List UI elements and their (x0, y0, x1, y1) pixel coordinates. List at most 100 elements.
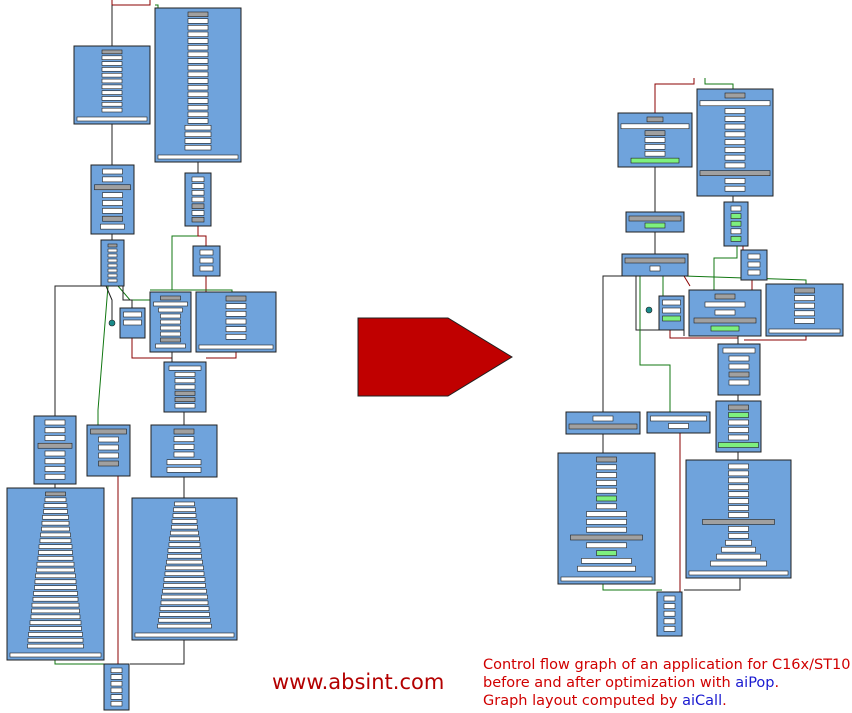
instruction (123, 319, 142, 326)
instruction (644, 144, 666, 150)
instruction (37, 442, 73, 449)
optimization-arrow (357, 317, 513, 397)
instruction (191, 196, 205, 203)
instruction (628, 215, 682, 222)
instruction (43, 509, 68, 514)
instruction (714, 293, 736, 300)
instruction (225, 303, 247, 309)
instruction (199, 249, 214, 256)
instruction (663, 610, 676, 617)
instruction (102, 168, 123, 175)
instruction (163, 577, 206, 582)
instruction (32, 597, 79, 602)
instruction (174, 390, 196, 396)
instruction (596, 495, 617, 502)
instruction (160, 313, 181, 319)
instruction (728, 371, 750, 378)
instruction (728, 505, 749, 511)
instruction (225, 318, 247, 325)
instruction (187, 45, 209, 51)
instruction (168, 365, 202, 371)
instruction (174, 384, 196, 390)
basic-block (154, 7, 242, 163)
instruction (747, 253, 761, 260)
cfg-edge (197, 226, 207, 246)
cfg-edge (130, 640, 185, 665)
instruction (100, 223, 125, 230)
instruction (716, 553, 761, 560)
instruction (159, 612, 210, 617)
instruction (37, 556, 74, 561)
instruction (173, 428, 195, 435)
basic-block (150, 424, 218, 478)
basic-block (6, 487, 105, 661)
instruction (34, 579, 77, 584)
website-url[interactable]: www.absint.com (272, 670, 445, 694)
instruction (34, 585, 77, 590)
instruction (644, 130, 666, 136)
instruction (30, 614, 81, 620)
instruction (644, 137, 666, 143)
instruction (166, 559, 203, 565)
instruction (794, 295, 815, 301)
instruction (187, 58, 209, 64)
cfg-edge (206, 352, 237, 359)
cfg-edge (105, 285, 113, 320)
instruction (577, 565, 636, 572)
instruction (184, 131, 212, 137)
instruction (27, 637, 84, 643)
instruction (173, 436, 195, 442)
instruction (728, 491, 749, 497)
basic-block (90, 164, 135, 235)
instruction (107, 248, 118, 253)
basic-block (617, 112, 693, 168)
instruction (44, 497, 67, 503)
instruction (649, 265, 661, 272)
instruction (747, 269, 761, 276)
instruction (169, 536, 200, 542)
instruction (794, 302, 815, 309)
instruction (107, 243, 118, 248)
block-frame (100, 239, 125, 287)
instruction (168, 542, 201, 547)
block-footer (198, 344, 274, 350)
instruction (187, 25, 209, 31)
instruction (710, 325, 740, 332)
basic-block (685, 459, 792, 579)
cfg-edge (150, 289, 233, 292)
instruction (730, 220, 742, 227)
basic-block (658, 295, 685, 331)
instruction (107, 268, 118, 273)
instruction (187, 11, 209, 17)
instruction (44, 435, 66, 441)
instruction (170, 530, 199, 536)
basic-block (131, 497, 238, 641)
instruction (592, 415, 614, 422)
basic-block (717, 343, 761, 396)
instruction (98, 436, 119, 443)
basic-block (625, 211, 685, 233)
instruction (173, 507, 196, 512)
instruction (27, 643, 84, 649)
cfg-edge (744, 336, 807, 341)
instruction (173, 451, 195, 458)
instruction (101, 72, 123, 78)
instruction (44, 458, 66, 465)
cfg-edge (662, 276, 670, 299)
instruction (184, 145, 212, 151)
instruction (187, 18, 209, 24)
instruction (596, 472, 617, 478)
instruction (724, 108, 746, 114)
block-frame (646, 411, 711, 434)
instruction (730, 236, 742, 242)
instruction (187, 105, 209, 111)
instruction (101, 55, 123, 60)
basic-block (192, 245, 221, 277)
instruction (171, 519, 198, 524)
instruction (724, 116, 746, 122)
instruction (199, 265, 214, 272)
instruction (174, 378, 196, 384)
instruction (225, 295, 247, 302)
instruction (724, 131, 746, 138)
instruction (620, 123, 690, 130)
